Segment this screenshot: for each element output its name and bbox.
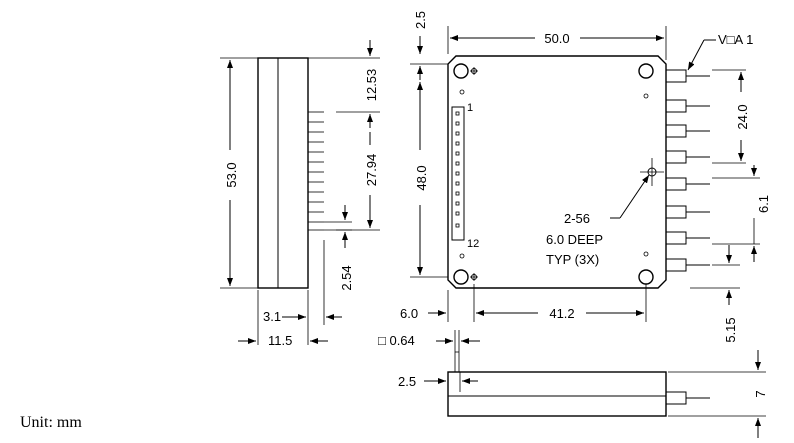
bottom-view-body bbox=[447, 371, 667, 417]
side-body-width-dim: 3.1 bbox=[263, 309, 281, 324]
hole-note-line2: 6.0 DEEP bbox=[546, 232, 603, 247]
top-width-dim: 50.0 bbox=[544, 31, 569, 46]
output-pins bbox=[665, 69, 710, 272]
side-pin-span-dim: 27.94 bbox=[364, 154, 379, 187]
side-pin-pitch-dim: 2.54 bbox=[339, 265, 354, 290]
top-view: 1 12 2.5 50.0 48.0 6.0 41.2 bbox=[400, 11, 771, 343]
pin-length-dim: 2.5 bbox=[398, 374, 416, 389]
top-view-outline bbox=[447, 55, 667, 289]
pin-size-label: □ 0.64 bbox=[378, 333, 415, 348]
hole-note-line3: TYP (3X) bbox=[546, 252, 599, 267]
pin-header-pins bbox=[455, 111, 460, 228]
pin-header bbox=[451, 106, 465, 241]
out-pitch-dim: 6.1 bbox=[756, 195, 771, 213]
side-view-body bbox=[257, 57, 309, 289]
vout-label: V□A 1 bbox=[718, 32, 753, 47]
top-height-dim: 48.0 bbox=[414, 165, 429, 190]
left-offset-dim: 6.0 bbox=[400, 306, 418, 321]
mounting-holes bbox=[453, 63, 654, 285]
pin-label-last: 12 bbox=[467, 238, 479, 250]
unit-label: Unit: mm bbox=[20, 414, 82, 431]
side-total-width-dim: 11.5 bbox=[268, 333, 292, 348]
side-view-pins bbox=[308, 111, 324, 231]
top-margin-dim: 2.5 bbox=[413, 11, 428, 29]
side-height-dim: 53.0 bbox=[224, 162, 239, 187]
hole-note-line1: 2-56 bbox=[564, 211, 590, 226]
bottom-view: □ 0.64 2.5 7 bbox=[378, 330, 768, 438]
side-top-offset-dim: 12.53 bbox=[364, 69, 379, 102]
bottom-offset-dim: 5.15 bbox=[723, 317, 738, 342]
bottom-height-dim: 7 bbox=[753, 390, 768, 397]
pin-label-first: 1 bbox=[467, 102, 473, 114]
hole-spacing-dim: 41.2 bbox=[549, 306, 574, 321]
side-view: 53.0 12.53 27.94 2.54 3.1 11.5 bbox=[220, 40, 380, 348]
out-span-dim: 24.0 bbox=[735, 104, 750, 129]
